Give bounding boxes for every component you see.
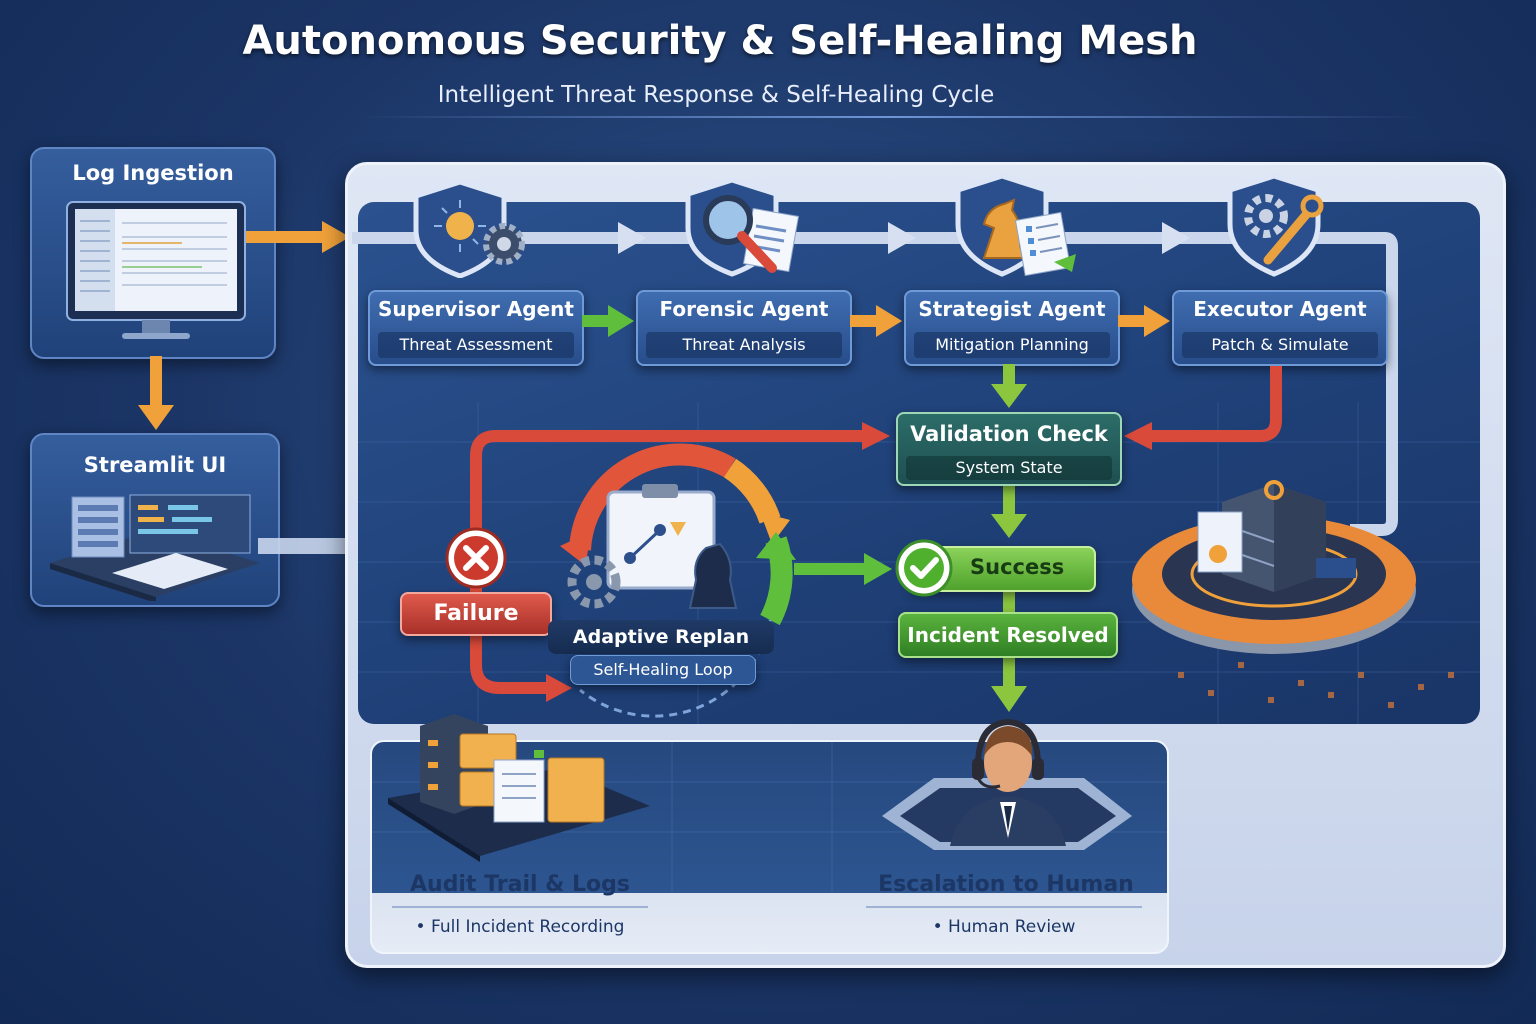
escalation-item-1: • Human Review (932, 917, 1076, 937)
audit-item-1: • Full Incident Recording (415, 917, 625, 937)
escalation-divider (866, 906, 1142, 908)
magnifier-document-icon (685, 177, 800, 277)
server-dashboard-icon (50, 494, 260, 601)
forensic-agent-name: Forensic Agent (659, 297, 829, 321)
archive-folders-icon (388, 714, 650, 862)
strategist-agent-box: Strategist Agent Mitigation Planning (904, 290, 1120, 366)
log-ingestion-label: Log Ingestion (72, 161, 234, 185)
diagram-title: Autonomous Security & Self-Healing Mesh (242, 18, 1198, 64)
failure-badge: Failure (400, 592, 552, 636)
server-platform-icon (1132, 480, 1416, 654)
validation-check-box: Validation Check System State (896, 412, 1122, 486)
validation-subtitle: System State (906, 456, 1112, 480)
subtitle-divider (360, 116, 1420, 118)
self-healing-loop-graphic (560, 443, 796, 718)
escalation-title: Escalation to Human (878, 872, 1134, 897)
supervisor-agent-box: Supervisor Agent Threat Assessment (368, 290, 584, 366)
adaptive-replan-label: Adaptive Replan (548, 620, 774, 654)
executor-agent-name: Executor Agent (1193, 297, 1367, 321)
monitor-icon (66, 201, 246, 339)
failure-x-icon (445, 527, 507, 589)
gear-wrench-icon (1227, 173, 1324, 277)
supervisor-agent-role: Threat Assessment (378, 332, 574, 358)
log-ingestion-card: Log Ingestion (30, 147, 276, 359)
self-healing-loop-label: Self-Healing Loop (570, 655, 756, 685)
incident-resolved-badge: Incident Resolved (898, 612, 1118, 658)
supervisor-agent-name: Supervisor Agent (378, 297, 574, 321)
forensic-agent-box: Forensic Agent Threat Analysis (636, 290, 852, 366)
human-operator-icon (882, 718, 1132, 850)
audit-trail-title: Audit Trail & Logs (410, 872, 630, 897)
checkmark-icon (895, 539, 953, 597)
streamlit-ui-label: Streamlit UI (83, 453, 227, 477)
streamlit-ui-card: Streamlit UI (30, 433, 280, 607)
validation-title: Validation Check (910, 422, 1108, 446)
forensic-agent-role: Threat Analysis (646, 332, 842, 358)
diagram-subtitle: Intelligent Threat Response & Self-Heali… (437, 82, 995, 108)
strategist-agent-name: Strategist Agent (918, 297, 1106, 321)
executor-agent-role: Patch & Simulate (1182, 332, 1378, 358)
audit-divider (392, 906, 648, 908)
chess-knight-checklist-icon (955, 173, 1076, 277)
executor-agent-box: Executor Agent Patch & Simulate (1172, 290, 1388, 366)
success-label: Success (970, 555, 1065, 579)
shield-gear-icon (413, 179, 525, 278)
strategist-agent-role: Mitigation Planning (914, 332, 1110, 358)
